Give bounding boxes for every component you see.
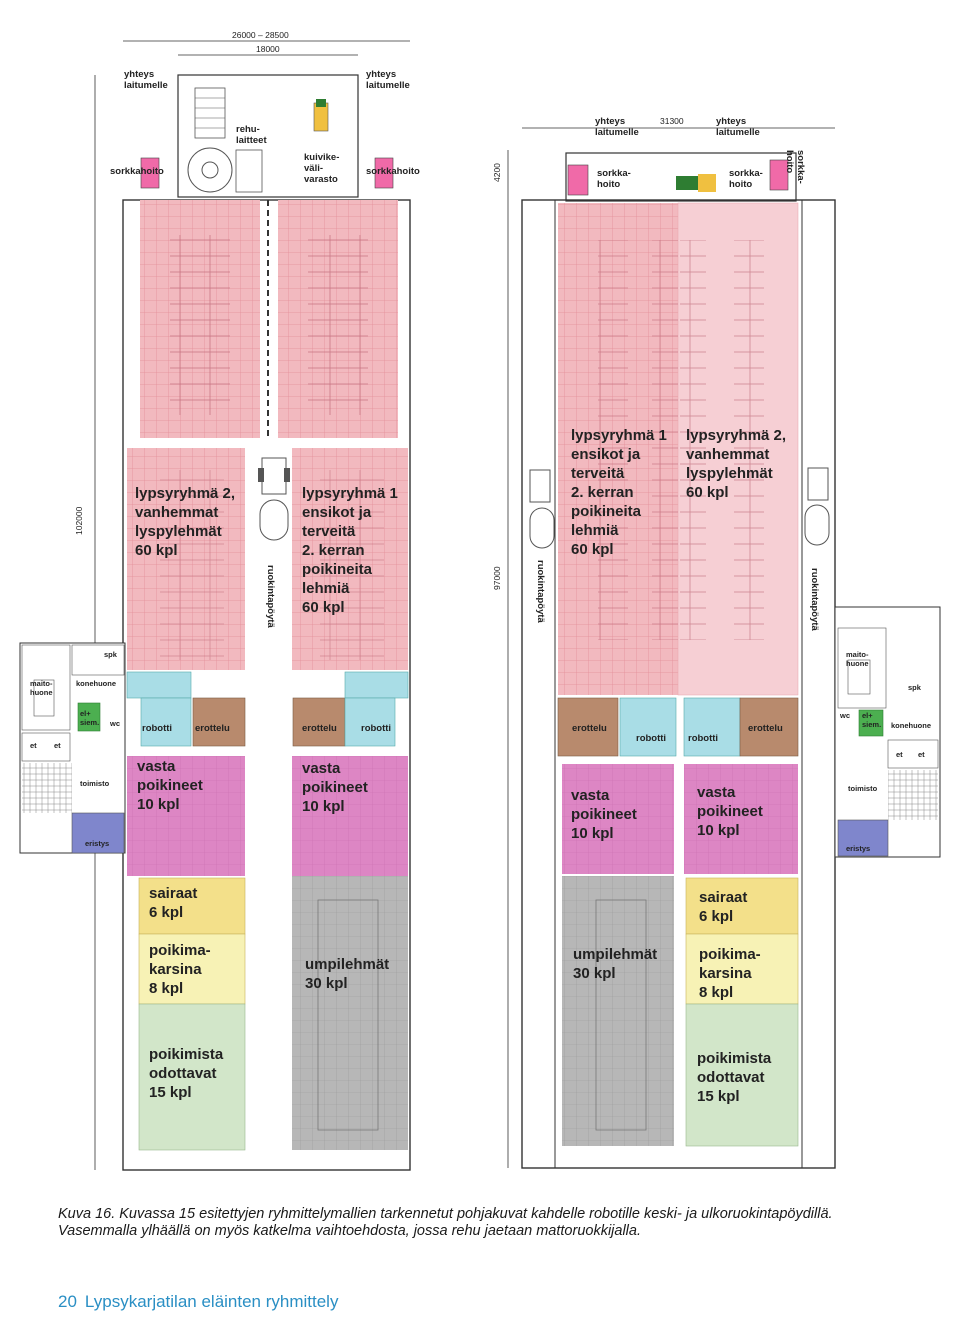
page-number: 20 (58, 1292, 77, 1311)
page-footer: 20 Lypsykarjatilan eläinten ryhmittely (58, 1292, 338, 1312)
left-feedtable-label: ruokintapöytä (265, 565, 276, 629)
right-dim-side1: 4200 (492, 163, 502, 182)
right-erottelu1-label: erottelu (572, 723, 607, 734)
footer-title: Lypsykarjatilan eläinten ryhmittely (84, 1292, 339, 1311)
figure-caption: Kuva 16. Kuvassa 15 esitettyjen ryhmitte… (58, 1206, 918, 1240)
right-elsiem-label: el+siem. (862, 711, 881, 729)
right-tractor-right-icon (804, 467, 830, 546)
right-et2-label: et (918, 750, 925, 759)
right-konehuone-label: konehuone (891, 721, 931, 730)
left-et1-label: et (30, 741, 37, 750)
left-spk-label: spk (104, 650, 118, 659)
right-robot2-label: robotti (688, 733, 718, 744)
left-plan: 26000 – 28500 18000 102000 rehu-laitteet… (19, 30, 420, 1171)
right-sorkka-side-label: sorkka-hoito (784, 150, 806, 184)
tractor-icon (258, 457, 290, 541)
right-erottelu2-label: erottelu (748, 723, 783, 734)
right-feedtable-left-label: ruokintapöytä (535, 560, 546, 624)
right-et1-label: et (896, 750, 903, 759)
right-robot1-label: robotti (636, 733, 666, 744)
dim-side: 102000 (74, 506, 84, 535)
floor-plan-drawing: 26000 – 28500 18000 102000 rehu-laitteet… (19, 30, 941, 1171)
caption-line-2: Vasemmalla ylhäällä on myös katkelma vai… (58, 1223, 641, 1239)
left-robot1-label: robotti (142, 723, 172, 734)
right-sorkka-left-label: sorkka-hoito (597, 168, 631, 190)
right-toimisto-label: toimisto (848, 784, 878, 793)
left-eristys-label: eristys (85, 839, 109, 848)
rehulaitteet-label: rehu-laitteet (236, 124, 267, 146)
right-wc-label: wc (839, 711, 850, 720)
left-et2-label: et (54, 741, 61, 750)
dim-outer: 26000 – 28500 (232, 30, 289, 40)
left-robot2-label: robotti (361, 723, 391, 734)
left-erottelu2-label: erottelu (302, 723, 337, 734)
right-dim-top: 31300 (660, 116, 684, 126)
sorkkahoito-right-label: sorkkahoito (366, 166, 420, 177)
left-wc-label: wc (109, 719, 120, 728)
left-toimisto-label: toimisto (80, 779, 110, 788)
right-maitohuone-label: maito-huone (846, 650, 869, 668)
right-tractor-left-icon (529, 469, 555, 549)
right-spk-label: spk (908, 683, 922, 692)
right-eristys-label: eristys (846, 844, 870, 853)
right-dim-side2: 97000 (492, 566, 502, 590)
right-sorkka-mid-label: sorkka-hoito (729, 168, 763, 190)
kuivike-label: kuivike-väli-varasto (304, 152, 339, 185)
sorkkahoito-left-label: sorkkahoito (110, 166, 164, 177)
left-konehuone-label: konehuone (76, 679, 116, 688)
left-erottelu1-label: erottelu (195, 723, 230, 734)
dim-inner: 18000 (256, 44, 280, 54)
caption-line-1: Kuva 16. Kuvassa 15 esitettyjen ryhmitte… (58, 1206, 833, 1222)
right-feedtable-right-label: ruokintapöytä (809, 568, 820, 632)
left-elsiem-label: el+siem. (80, 709, 99, 727)
left-maitohuone-label: maito-huone (30, 679, 53, 697)
